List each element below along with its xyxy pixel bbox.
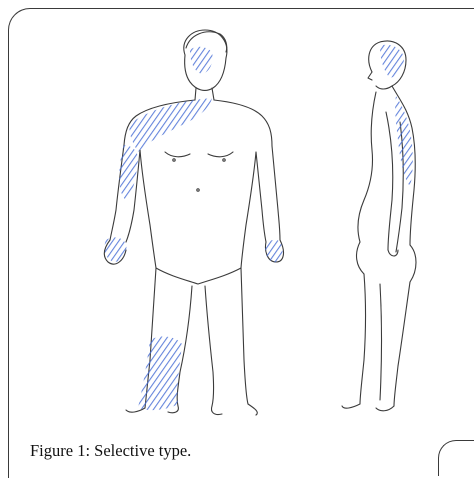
figure-caption: Figure 1: Selective type.	[30, 441, 191, 461]
frame-corner	[438, 440, 474, 476]
figure-illustration	[60, 20, 460, 420]
side-view-body	[342, 41, 416, 411]
front-view-body	[104, 30, 283, 415]
front-view-highlights	[104, 47, 282, 410]
